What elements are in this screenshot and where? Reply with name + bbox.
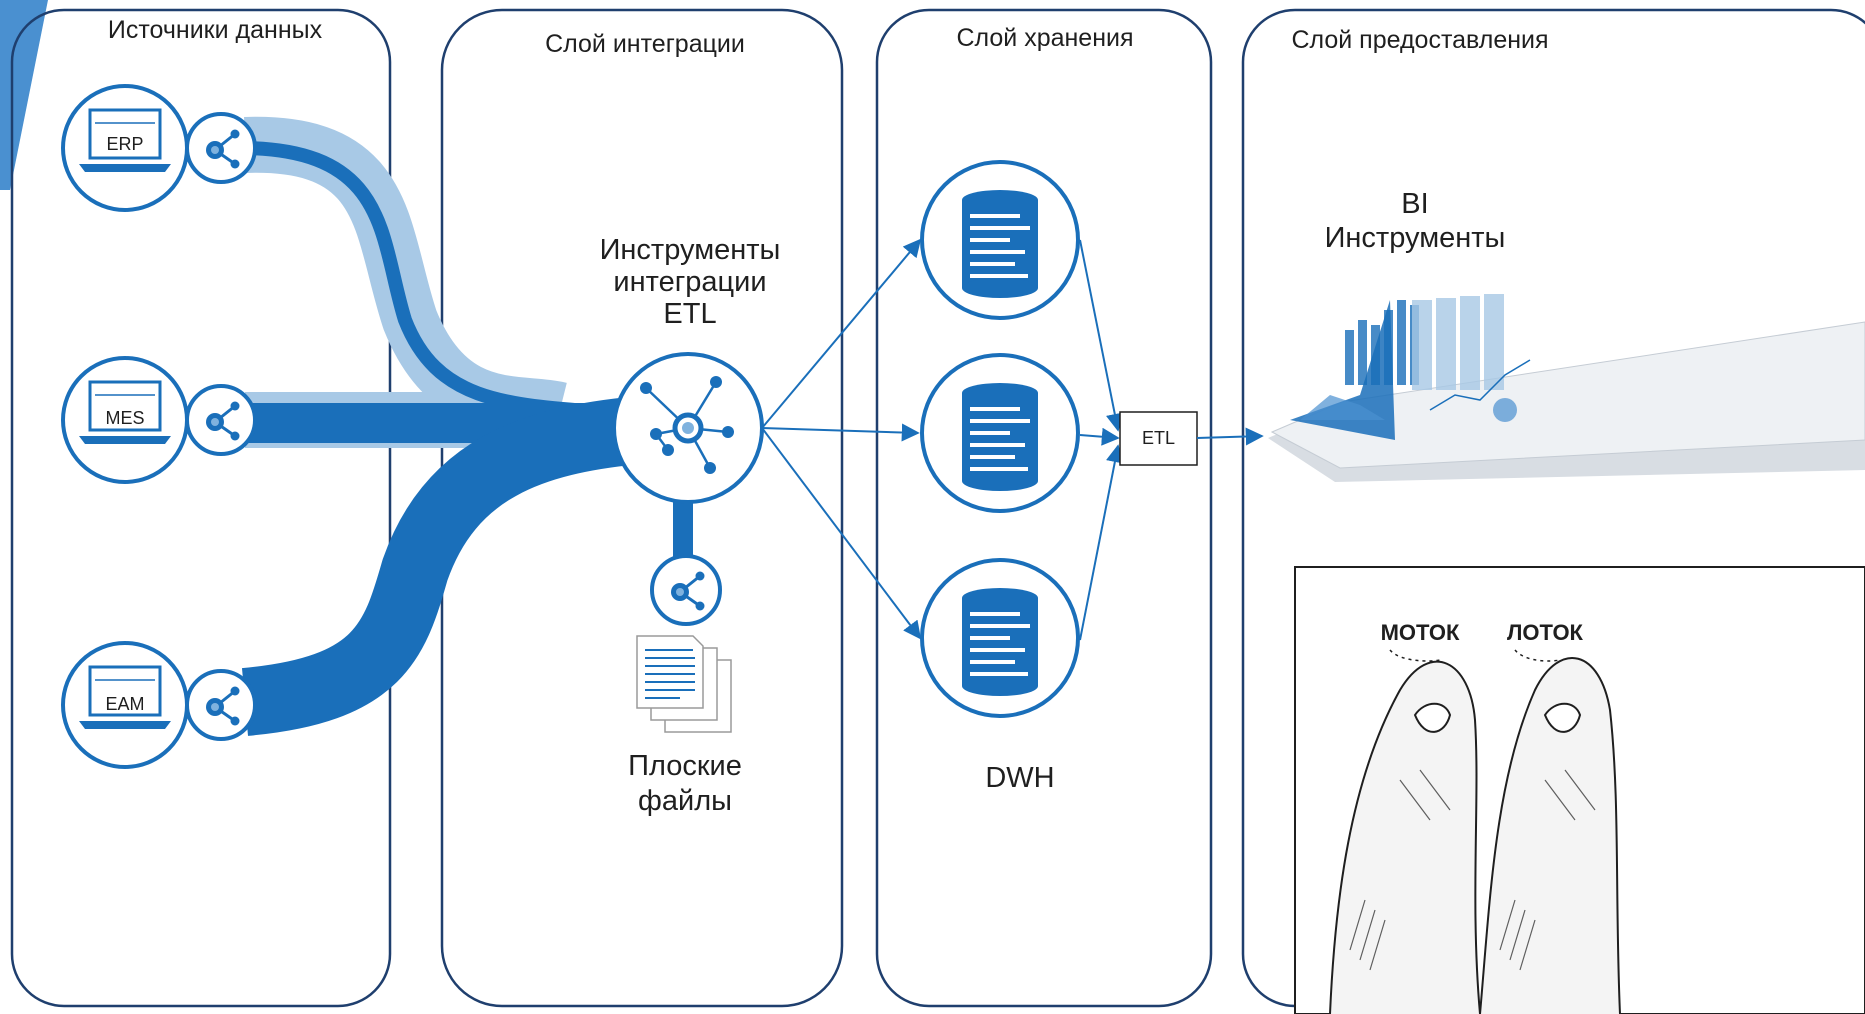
panel-title-presentation: Слой предоставления bbox=[1291, 26, 1549, 54]
dwh-label: DWH bbox=[985, 762, 1055, 794]
arrow-db3-etl bbox=[1079, 444, 1124, 641]
document-stack-icon bbox=[636, 635, 732, 733]
flat-files-line1: Плоские bbox=[628, 750, 742, 782]
panel-integration bbox=[440, 8, 844, 1008]
panel-title-storage: Слой хранения bbox=[956, 24, 1134, 52]
etl-tools-line1: Инструменты bbox=[599, 234, 781, 266]
source-erp bbox=[61, 84, 257, 212]
database-icon bbox=[920, 558, 1080, 718]
cartoon-caption-right: ЛОТОК bbox=[1507, 620, 1583, 645]
source-label-erp: ERP bbox=[106, 134, 144, 154]
panel-title-integration: Слой интеграции bbox=[545, 30, 745, 58]
arrow-etl-bi bbox=[1196, 427, 1264, 446]
arrow-hub-db3 bbox=[761, 427, 922, 640]
etl-box bbox=[1119, 411, 1198, 466]
arrow-db1-etl bbox=[1079, 239, 1124, 432]
arrow-db2-etl bbox=[1079, 427, 1120, 446]
etl-tools-line2: интеграции bbox=[613, 266, 767, 298]
cartoon-image bbox=[1294, 566, 1865, 1014]
panel-title-sources: Источники данных bbox=[107, 16, 323, 44]
etl-box-label: ETL bbox=[1141, 428, 1175, 448]
etl-hub-icon bbox=[612, 352, 764, 504]
bi-line2: Инструменты bbox=[1324, 222, 1506, 254]
panel-sources bbox=[10, 8, 392, 1008]
bi-line1: BI bbox=[1401, 188, 1429, 220]
etl-tools-line3: ETL bbox=[663, 298, 717, 330]
panel-storage bbox=[875, 8, 1213, 1008]
cartoon-caption-left: МОТОК bbox=[1380, 620, 1460, 645]
pipe-erp-light bbox=[244, 116, 567, 438]
flatfiles-node-icon bbox=[650, 554, 722, 626]
pipe-eam bbox=[241, 396, 644, 736]
bi-dashboard-tablet bbox=[1268, 294, 1865, 482]
source-label-eam: EAM bbox=[105, 694, 145, 714]
database-icon bbox=[920, 353, 1080, 513]
flat-files-line2: файлы bbox=[638, 785, 732, 817]
source-mes bbox=[61, 356, 257, 484]
source-eam bbox=[61, 641, 257, 769]
arrow-hub-db1 bbox=[761, 238, 922, 429]
source-label-mes: MES bbox=[105, 408, 145, 428]
arrow-hub-db2 bbox=[761, 423, 920, 442]
database-icon bbox=[920, 160, 1080, 320]
